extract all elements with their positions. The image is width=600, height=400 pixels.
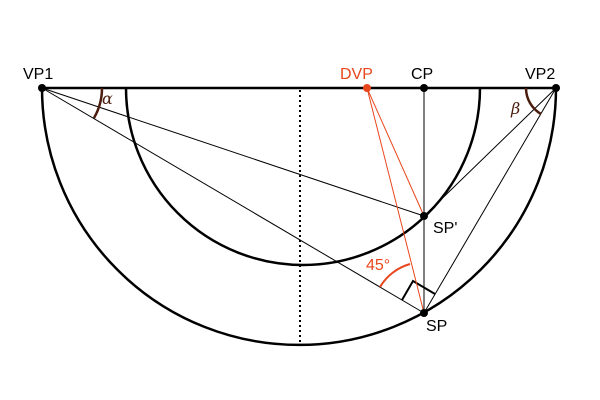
line-vp2-sp-prime <box>423 87 557 217</box>
angle-45-arc <box>379 263 411 288</box>
large-semicircle <box>40 87 558 347</box>
label-alpha: α <box>102 89 113 108</box>
point-sp-prime <box>420 212 428 220</box>
label-beta: β <box>510 99 520 118</box>
line-dvp-sp-prime <box>366 87 425 217</box>
label-cp: CP <box>411 66 433 83</box>
label-sp-prime: SP' <box>433 220 457 237</box>
label-vp1: VP1 <box>23 66 53 83</box>
beta-arc <box>524 87 542 116</box>
label-vp2: VP2 <box>525 66 555 83</box>
point-dvp <box>363 84 371 92</box>
line-vp1-sp-prime <box>41 87 425 217</box>
label-angle-45: 45° <box>366 257 390 274</box>
small-semicircle <box>124 87 482 267</box>
line-dvp-sp <box>366 87 425 314</box>
point-sp <box>420 309 428 317</box>
point-vp1 <box>38 84 46 92</box>
point-vp2 <box>552 84 560 92</box>
right-angle-marker <box>401 279 436 301</box>
alpha-arc <box>92 87 104 119</box>
point-cp <box>420 84 428 92</box>
label-dvp: DVP <box>340 66 373 83</box>
line-vp2-sp <box>423 87 557 314</box>
line-vp1-sp <box>41 87 425 314</box>
label-sp: SP <box>426 318 447 335</box>
